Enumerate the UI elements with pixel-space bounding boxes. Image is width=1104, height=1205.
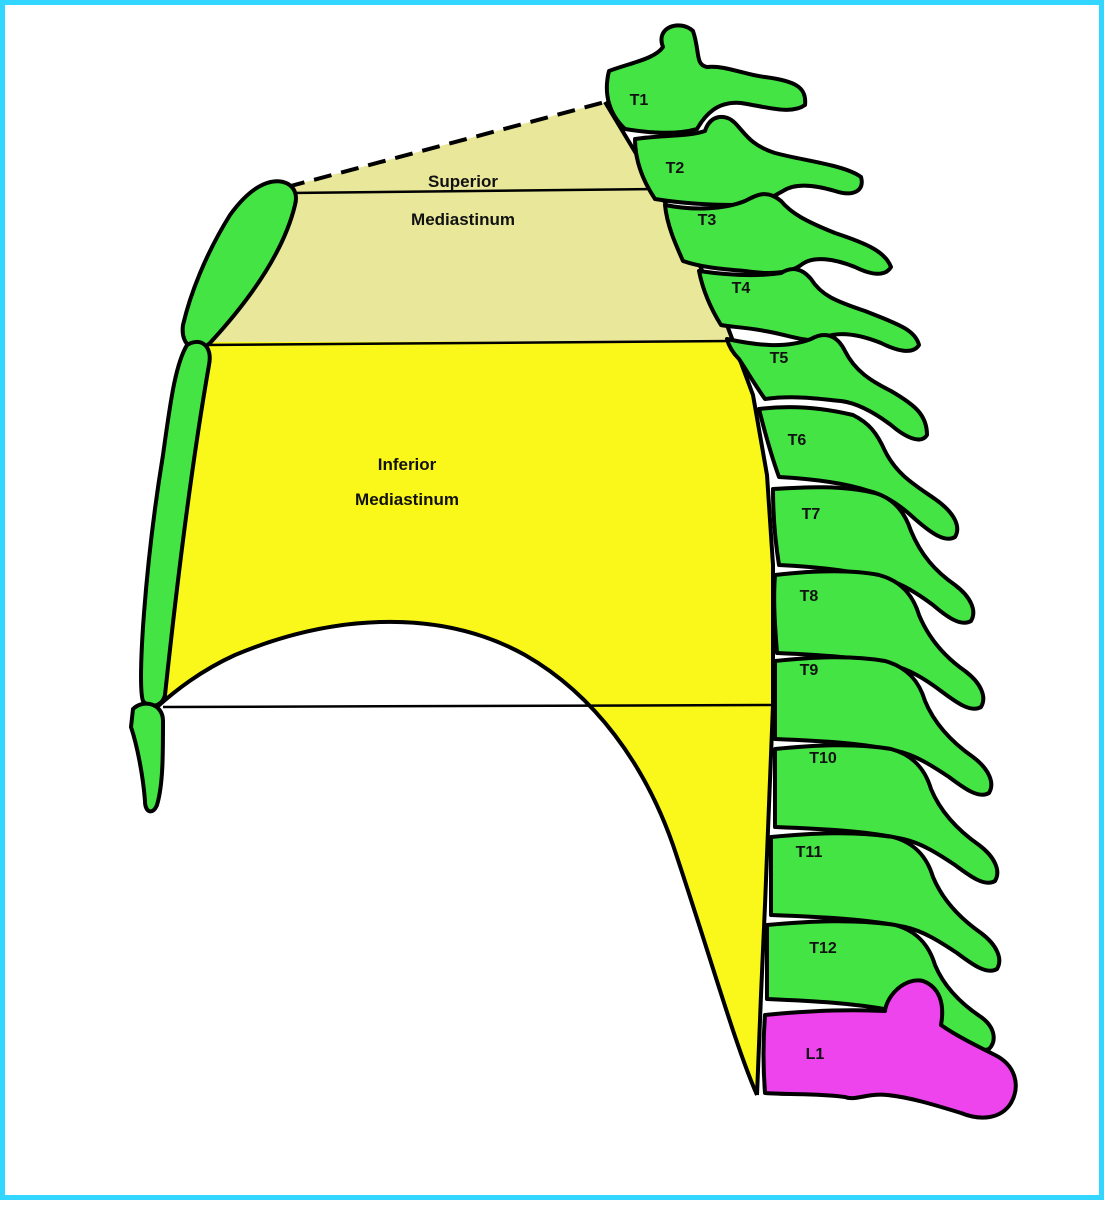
vertebra-t1 (604, 23, 808, 135)
diaphragm-curve (155, 619, 759, 1096)
inferior-mediastinum-region (157, 341, 773, 1095)
superior-mediastinum-region (205, 102, 733, 342)
vertebra-label-t12: T12 (809, 940, 837, 957)
vertebra-label-t9: T9 (800, 662, 819, 679)
vertebra-t7 (771, 485, 976, 625)
vertebra-label-t8: T8 (800, 588, 819, 605)
sternal-angle-line (202, 339, 734, 347)
vertebra-l1 (761, 978, 1018, 1120)
vertebra-t2 (633, 114, 864, 208)
vertebra-label-t10: T10 (809, 750, 837, 767)
superior-label-line2: Mediastinum (411, 210, 515, 229)
vertebra-label-t11: T11 (796, 844, 823, 861)
vertebra-t10 (773, 743, 1000, 885)
vertebra-label-t2: T2 (666, 160, 685, 177)
vertebra-label-t4: T4 (732, 280, 751, 297)
inferior-label-line2: Mediastinum (355, 490, 459, 509)
vertebra-t3 (663, 192, 893, 276)
vertebra-t4 (697, 267, 921, 353)
vertebra-label-t6: T6 (788, 432, 807, 449)
vertebra-label-t1: T1 (630, 92, 649, 109)
superior-top-line (289, 187, 656, 195)
vertebra-t8 (772, 569, 986, 711)
mediastinum-diagram: Superior Mediastinum Inferior Mediastinu… (128, 23, 1018, 1120)
vertebra-label-l1: L1 (806, 1046, 825, 1063)
vertebra-t9 (773, 655, 994, 797)
xiphoid-level-line (162, 703, 774, 709)
vertebra-t11 (768, 831, 1002, 973)
superior-label-line1: Superior (428, 172, 498, 191)
vertebra-t6 (757, 405, 960, 541)
xiphoid-process (128, 701, 166, 814)
vertebra-t5 (725, 333, 929, 442)
vertebra-label-t5: T5 (770, 350, 789, 367)
vertebra-label-t7: T7 (802, 506, 821, 523)
vertebra-label-t3: T3 (698, 212, 717, 229)
inferior-label-line1: Inferior (378, 455, 437, 474)
